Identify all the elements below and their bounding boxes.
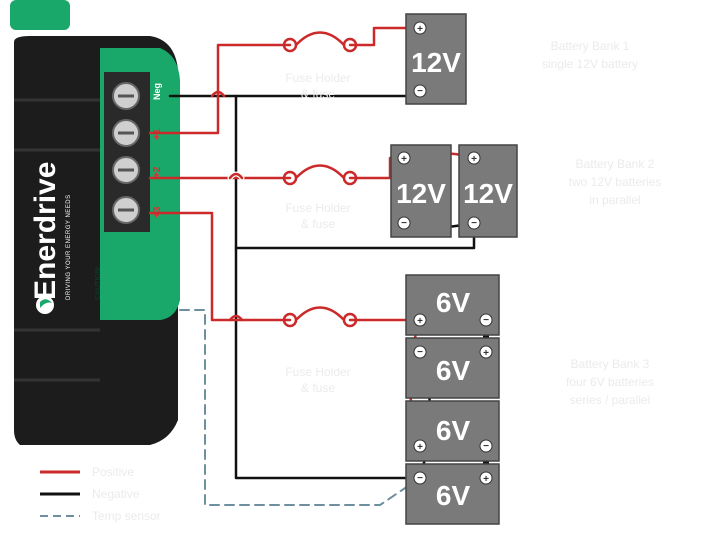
- negative-terminal-icon: [397, 216, 411, 230]
- battery-12v: 12V + −: [405, 13, 467, 105]
- bank1-label-line1: Battery Bank 1: [551, 39, 630, 53]
- brand-logo-icon: [36, 296, 54, 314]
- positive-wire-bank1-a: [148, 43, 292, 135]
- battery-bank-2: 12V + − 12V + −: [390, 144, 518, 238]
- svg-text:6V: 6V: [436, 355, 471, 386]
- terminal-screw-neg: [112, 82, 140, 110]
- fuse3-label-line1: Fuse Holder: [285, 365, 350, 379]
- svg-text:6V: 6V: [436, 480, 471, 511]
- fuse2-label-line2: & fuse: [301, 217, 335, 231]
- svg-text:12V: 12V: [411, 47, 461, 78]
- svg-text:−: −: [471, 218, 477, 229]
- caution-title: CAUTION:: [95, 266, 102, 300]
- bank2-label-line3: in parallel: [589, 193, 640, 207]
- fuse1-label-line2: & fuse: [301, 87, 335, 101]
- bank2-label-line1: Battery Bank 2: [576, 157, 655, 171]
- faint-labels: Fuse Holder & fuse Fuse Holder & fuse Fu…: [285, 39, 661, 407]
- positive-terminal-icon: [413, 313, 427, 327]
- svg-text:6V: 6V: [436, 287, 471, 318]
- temp-sensor-wire: [179, 309, 415, 506]
- terminal-screw-plus1: [112, 119, 140, 147]
- svg-text:−: −: [483, 315, 489, 326]
- positive-terminal-icon: [413, 21, 427, 35]
- charger-top-strip: [10, 0, 70, 30]
- battery-12v: 12V + −: [390, 144, 452, 238]
- battery-6v: 6V − +: [405, 337, 500, 399]
- crossing-hop-bank1: [210, 90, 226, 98]
- negative-wire-bank1: [168, 91, 422, 98]
- fuse1-label-line1: Fuse Holder: [285, 71, 350, 85]
- battery-bank-3: 6V + − 6V − + 6V + − 6V − +: [405, 274, 500, 525]
- svg-text:+: +: [417, 24, 423, 35]
- battery-6v: 6V − +: [405, 463, 500, 525]
- positive-terminal-icon: [479, 345, 493, 359]
- fuse-3: [282, 306, 358, 328]
- svg-text:+: +: [417, 316, 423, 327]
- fuse2-label-line1: Fuse Holder: [285, 201, 350, 215]
- svg-text:12V: 12V: [396, 178, 446, 209]
- negative-terminal-icon: [479, 439, 493, 453]
- negative-bus-wire: [234, 94, 422, 480]
- bank1-label-line2: single 12V battery: [542, 57, 638, 71]
- brand-name: Enerdrive: [29, 162, 62, 300]
- svg-text:+: +: [483, 474, 489, 485]
- bank3-label-line1: Battery Bank 3: [571, 357, 650, 371]
- svg-text:−: −: [483, 441, 489, 452]
- positive-wire-bank1-b: [348, 26, 422, 47]
- positive-terminal-icon: [413, 439, 427, 453]
- svg-text:−: −: [417, 86, 423, 97]
- svg-text:+: +: [417, 442, 423, 453]
- svg-text:−: −: [417, 347, 423, 358]
- battery-6v: 6V + −: [405, 400, 500, 462]
- svg-text:+: +: [401, 154, 407, 165]
- svg-text:+: +: [471, 154, 477, 165]
- brand-tagline: DRIVING YOUR ENERGY NEEDS: [66, 194, 72, 300]
- negative-terminal-icon: [479, 313, 493, 327]
- negative-terminal-icon: [467, 216, 481, 230]
- svg-text:−: −: [417, 473, 423, 484]
- fuse3-label-line2: & fuse: [301, 381, 335, 395]
- negative-terminal-icon: [413, 345, 427, 359]
- terminal-screw-plus2: [112, 156, 140, 184]
- bank2-label-line2: two 12V batteries: [569, 175, 662, 189]
- battery-6v: 6V + −: [405, 274, 500, 336]
- fuse-2: [282, 164, 358, 186]
- svg-text:6V: 6V: [436, 415, 471, 446]
- legend: Positive Negative Temp sensor: [40, 465, 161, 523]
- positive-wire-bank3-a: [148, 211, 292, 322]
- crossing-hop-bank2: [228, 172, 244, 180]
- bank3-label-line2: four 6V batteries: [566, 375, 654, 389]
- battery-bank-1: 12V + −: [405, 13, 467, 105]
- bank3-label-line3: series / parallel: [570, 393, 651, 407]
- legend-dashed-label: Temp sensor: [92, 509, 161, 523]
- crossing-hop-bank3: [228, 314, 244, 322]
- neg-terminal-label: Neg: [152, 83, 162, 100]
- svg-text:12V: 12V: [463, 178, 513, 209]
- svg-text:−: −: [401, 218, 407, 229]
- legend-positive-label: Positive: [92, 465, 134, 479]
- battery-charger: Neg +1 +2 +3 CAUTION: Enerdrive DRIVING …: [10, 0, 180, 445]
- battery-12v: 12V + −: [458, 144, 518, 238]
- svg-text:+: +: [483, 348, 489, 359]
- fuse-1: [282, 31, 358, 53]
- positive-terminal-icon: [479, 471, 493, 485]
- positive-terminal-icon: [397, 151, 411, 165]
- negative-terminal-icon: [413, 84, 427, 98]
- negative-terminal-icon: [413, 471, 427, 485]
- positive-terminal-icon: [467, 151, 481, 165]
- plus2-terminal-label: +2: [152, 166, 163, 178]
- terminal-screw-plus3: [112, 196, 140, 224]
- legend-negative-label: Negative: [92, 487, 140, 501]
